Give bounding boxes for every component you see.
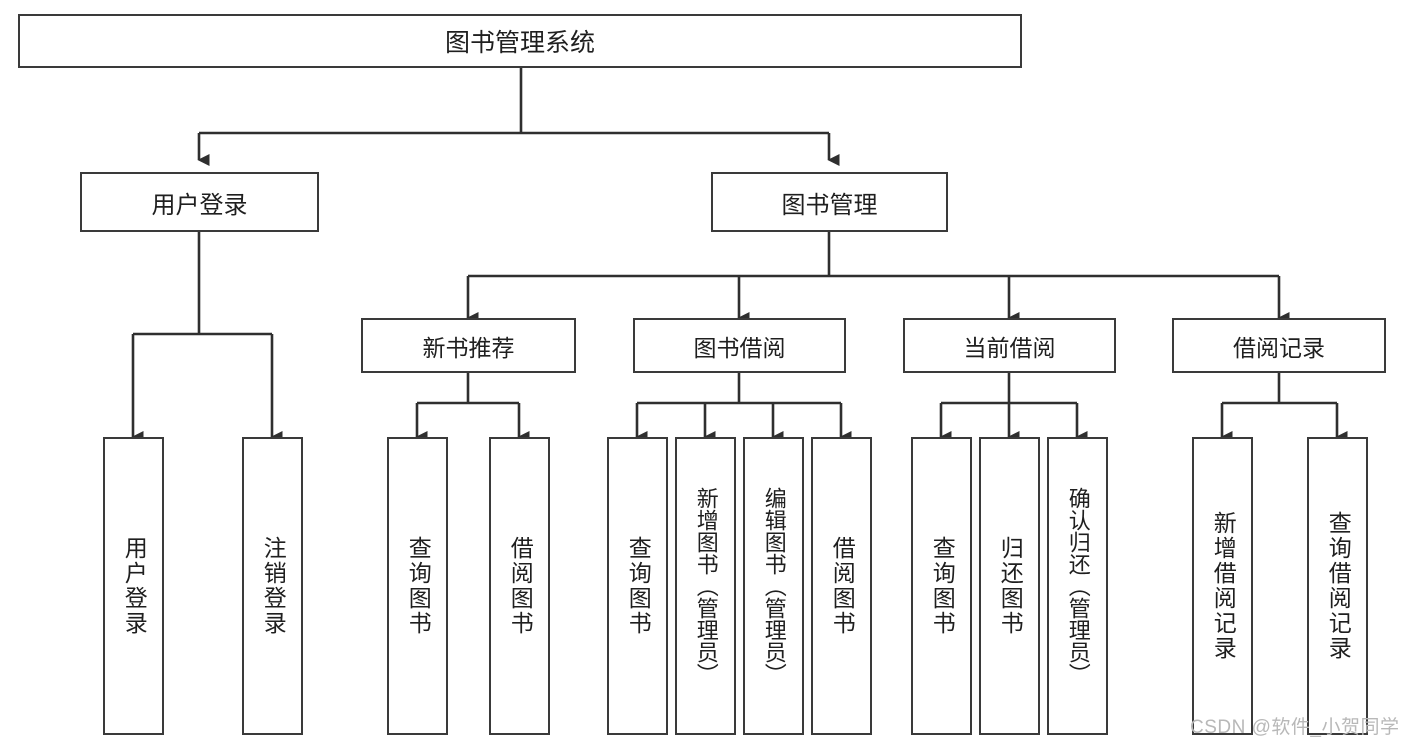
leaf-return-books[interactable]: 归还图书: [979, 437, 1040, 735]
node-label: 查询图书: [405, 536, 432, 636]
node-label: 注销登录: [260, 536, 287, 636]
node-borrow-records[interactable]: 借阅记录: [1172, 318, 1386, 373]
node-label: 新增借阅记录: [1210, 511, 1237, 661]
node-label: 借阅图书: [829, 536, 856, 636]
node-label: 当前借阅: [963, 334, 1056, 361]
leaf-query-borrow-record[interactable]: 查询借阅记录: [1307, 437, 1368, 735]
node-label: 借阅图书: [507, 536, 534, 636]
node-label: 借阅记录: [1233, 334, 1325, 361]
leaf-query-books-current[interactable]: 查询图书: [911, 437, 972, 735]
node-label: 查询借阅记录: [1325, 511, 1352, 661]
node-label: 新书推荐: [422, 334, 515, 361]
node-label: 新增图书（管理员）: [693, 487, 719, 685]
node-user-login[interactable]: 用户登录: [80, 172, 319, 232]
leaf-logout[interactable]: 注销登录: [242, 437, 303, 735]
leaf-user-login[interactable]: 用户登录: [103, 437, 164, 735]
node-label: 图书借阅: [693, 334, 786, 361]
node-label: 用户登录: [121, 536, 148, 636]
node-label: 编辑图书（管理员）: [761, 487, 787, 685]
leaf-query-books-new-recommend[interactable]: 查询图书: [387, 437, 448, 735]
watermark: CSDN @软件_小贺同学: [1190, 717, 1400, 738]
node-label: 图书管理系统: [444, 29, 595, 57]
node-label: 用户登录: [151, 191, 248, 219]
node-label: 确认归还（管理员）: [1065, 487, 1091, 685]
leaf-confirm-return-admin[interactable]: 确认归还（管理员）: [1047, 437, 1108, 735]
node-new-book-recommend[interactable]: 新书推荐: [361, 318, 576, 373]
node-label: 图书管理: [781, 191, 878, 219]
node-label: 查询图书: [929, 536, 956, 636]
node-current-borrow[interactable]: 当前借阅: [903, 318, 1116, 373]
leaf-query-books-borrow[interactable]: 查询图书: [607, 437, 668, 735]
node-label: 归还图书: [997, 536, 1024, 636]
node-root-book-management-system[interactable]: 图书管理系统: [18, 14, 1022, 68]
leaf-add-book-admin[interactable]: 新增图书（管理员）: [675, 437, 736, 735]
leaf-add-borrow-record[interactable]: 新增借阅记录: [1192, 437, 1253, 735]
leaf-borrow-books-new-recommend[interactable]: 借阅图书: [489, 437, 550, 735]
leaf-borrow-books[interactable]: 借阅图书: [811, 437, 872, 735]
node-book-borrow[interactable]: 图书借阅: [633, 318, 846, 373]
node-label: 查询图书: [625, 536, 652, 636]
node-book-management[interactable]: 图书管理: [711, 172, 948, 232]
leaf-edit-book-admin[interactable]: 编辑图书（管理员）: [743, 437, 804, 735]
